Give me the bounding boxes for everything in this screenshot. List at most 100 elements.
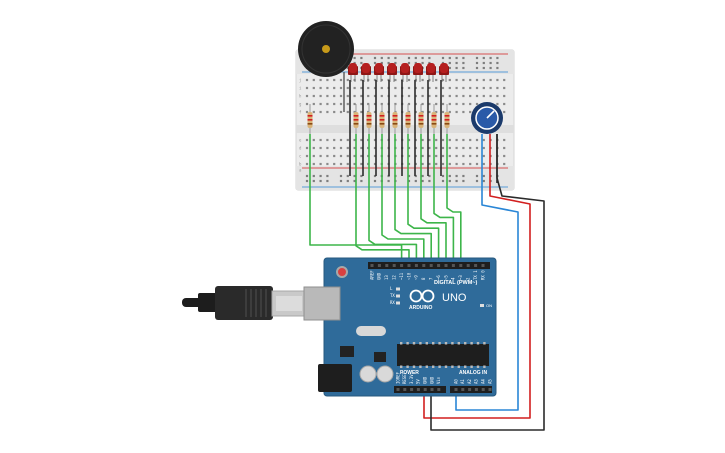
terminal-hole [469,110,472,114]
rail-hole [462,66,465,70]
pin-label: 5V [416,379,421,384]
terminal-hole [407,86,411,90]
chip-leg [412,342,416,345]
logo-infinity-right [421,289,435,303]
resistor-band [379,123,385,125]
rail-hole [448,61,451,65]
rail-hole [475,56,479,60]
terminal-hole [339,154,343,158]
chip-leg [470,365,473,368]
chip-leg [419,365,422,368]
pin-label: A1 [460,379,465,384]
terminal-hole [394,94,397,98]
terminal-hole [305,162,309,166]
wire-pot-signal [455,134,519,411]
usb-connector-inner [276,296,302,311]
rail-hole [489,66,492,70]
chip-leg [406,342,409,345]
terminal-hole [407,78,411,82]
terminal-hole [360,162,363,166]
terminal-hole [333,138,336,142]
terminal-hole [421,86,424,90]
rail-hole [475,61,479,65]
terminal-hole [353,138,356,142]
terminal-hole [462,162,465,166]
power-label: POWER [400,370,419,376]
terminal-hole [462,154,465,158]
terminal-hole [326,102,329,106]
rail-hole [448,56,451,60]
header-pin [410,388,414,391]
terminal-hole [360,110,363,114]
terminal-hole [435,154,438,158]
row-letter: f [299,110,302,115]
terminal-hole [407,102,411,106]
terminal-hole [339,78,343,82]
terminal-hole [407,94,411,98]
chip-leg [438,342,441,345]
terminal-hole [319,162,322,166]
chip-leg [451,365,454,368]
rail-hole [339,174,343,178]
terminal-hole [346,110,349,114]
terminal-hole [346,94,349,98]
chip-leg [444,342,448,345]
chip-leg [470,342,473,345]
terminal-hole [305,86,309,90]
chip-leg [432,342,435,345]
header-pin [429,264,433,267]
header-pin [430,388,434,391]
header-pin [437,388,441,391]
terminal-hole [441,94,445,98]
usb-cable[interactable] [182,286,307,320]
terminal-hole [448,78,451,82]
header-pin [423,388,427,391]
terminal-hole [469,78,472,82]
terminal-hole [414,138,417,142]
rail-hole [305,174,309,178]
terminal-hole [360,146,363,150]
chip-leg [400,342,403,345]
chip-leg [457,365,460,368]
terminal-hole [380,78,383,82]
on-led [480,304,484,307]
terminal-hole [448,146,451,150]
terminal-hole [346,86,349,90]
row-letter: b [299,162,302,167]
terminal-hole [496,94,499,98]
terminal-hole [319,154,322,158]
reset-button[interactable] [336,266,348,278]
terminal-hole [319,146,322,150]
wire-digital-signal [407,134,440,265]
terminal-hole [428,94,431,98]
pin-label: 12 [392,275,397,280]
terminal-hole [326,78,329,82]
rail-hole [448,174,451,178]
rail-hole [387,56,390,60]
terminal-hole [346,162,349,166]
pin-label: 7 [429,277,434,280]
terminal-hole [312,154,315,158]
potentiometer[interactable] [471,102,503,134]
terminal-hole [339,162,343,166]
terminal-hole [339,138,343,142]
piezo-buzzer[interactable] [298,21,354,112]
pin-label: ~6 [436,275,441,280]
chip-leg [412,365,416,368]
terminal-hole [353,94,356,98]
terminal-hole [469,146,472,150]
terminal-hole [367,102,370,106]
terminal-hole [496,78,499,82]
terminal-hole [360,94,363,98]
rail-hole [455,179,458,183]
terminal-hole [421,110,424,114]
terminal-hole [475,102,479,106]
terminal-hole [373,94,377,98]
header-pin [468,388,472,391]
terminal-hole [414,86,417,90]
resistor-band [379,115,385,117]
terminal-hole [435,162,438,166]
terminal-hole [339,94,343,98]
